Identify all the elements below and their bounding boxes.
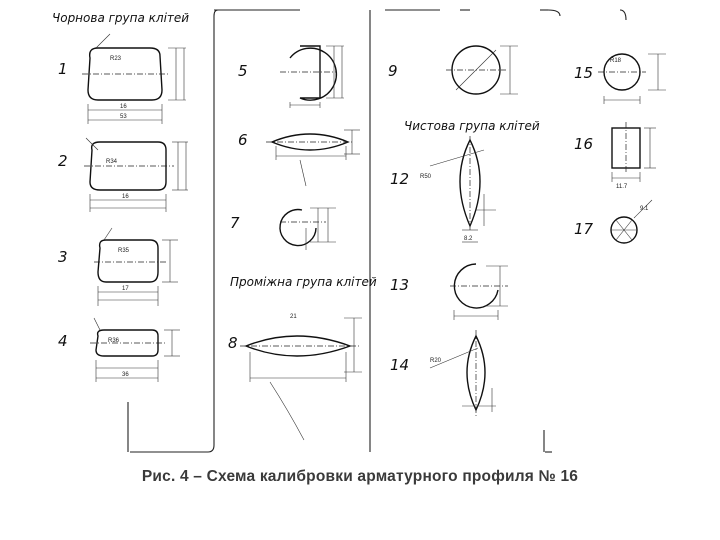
stand-number: 12 bbox=[390, 170, 409, 188]
stand-number: 1 bbox=[58, 60, 68, 78]
finishing-group-label: Чистова група клітей bbox=[404, 119, 540, 133]
stand-12-profile: R50 8.2 bbox=[420, 136, 496, 243]
stand-4-profile: R36 36 bbox=[90, 317, 180, 382]
stand-13-profile bbox=[450, 263, 508, 320]
stand-5-profile bbox=[280, 45, 344, 108]
rough-group-label: Чорнова група клітей bbox=[52, 11, 189, 25]
stand-15-profile: R18 bbox=[598, 53, 666, 104]
intermediate-group-label: Проміжна група клітей bbox=[230, 275, 377, 289]
stand-number: 16 bbox=[574, 135, 593, 153]
stand-9-profile bbox=[446, 45, 518, 95]
stand-1-profile: R23 16 53 bbox=[82, 33, 186, 124]
stand-7-profile bbox=[279, 207, 336, 250]
stand-number: 8 bbox=[228, 334, 238, 352]
svg-text:16: 16 bbox=[122, 194, 129, 200]
svg-text:11.7: 11.7 bbox=[616, 184, 628, 190]
svg-text:36: 36 bbox=[122, 372, 129, 378]
stand-number: 2 bbox=[58, 152, 68, 170]
svg-text:R35: R35 bbox=[118, 248, 130, 254]
stand-number: 15 bbox=[574, 64, 593, 82]
stand-6-profile bbox=[266, 129, 360, 187]
svg-text:21: 21 bbox=[290, 314, 297, 320]
svg-text:R34: R34 bbox=[106, 159, 118, 165]
stand-16-profile: 11.7 bbox=[611, 122, 656, 190]
svg-text:16: 16 bbox=[120, 104, 127, 110]
stand-number: 17 bbox=[574, 220, 594, 238]
stand-number: 14 bbox=[390, 356, 409, 374]
svg-text:17: 17 bbox=[122, 286, 129, 292]
svg-text:R50: R50 bbox=[420, 174, 432, 180]
stand-numbers: 1 2 3 4 5 6 7 8 9 12 13 14 15 16 17 bbox=[58, 60, 594, 374]
svg-text:R36: R36 bbox=[108, 338, 120, 344]
stand-2-profile: R34 16 bbox=[84, 137, 188, 212]
stand-3-profile: R35 17 bbox=[94, 227, 178, 306]
stand-14-profile: R20 bbox=[429, 330, 496, 416]
stand-number: 7 bbox=[230, 214, 240, 232]
svg-text:53: 53 bbox=[120, 114, 127, 120]
stand-number: 5 bbox=[238, 62, 248, 80]
svg-text:8.2: 8.2 bbox=[464, 236, 473, 242]
stand-number: 9 bbox=[388, 62, 398, 80]
stand-17-profile: 9.1 bbox=[610, 199, 653, 244]
stand-number: 4 bbox=[58, 332, 68, 350]
section-frames bbox=[127, 9, 627, 453]
svg-text:R20: R20 bbox=[430, 358, 442, 364]
stand-number: 3 bbox=[58, 248, 68, 266]
figure-caption: Рис. 4 – Схема калибровки арматурного пр… bbox=[141, 468, 579, 485]
svg-text:9.1: 9.1 bbox=[640, 206, 649, 212]
stand-number: 6 bbox=[238, 131, 248, 149]
stand-8-profile: 21 bbox=[240, 314, 362, 441]
svg-text:R23: R23 bbox=[110, 56, 122, 62]
stand-number: 13 bbox=[390, 276, 409, 294]
svg-text:R18: R18 bbox=[610, 58, 622, 64]
